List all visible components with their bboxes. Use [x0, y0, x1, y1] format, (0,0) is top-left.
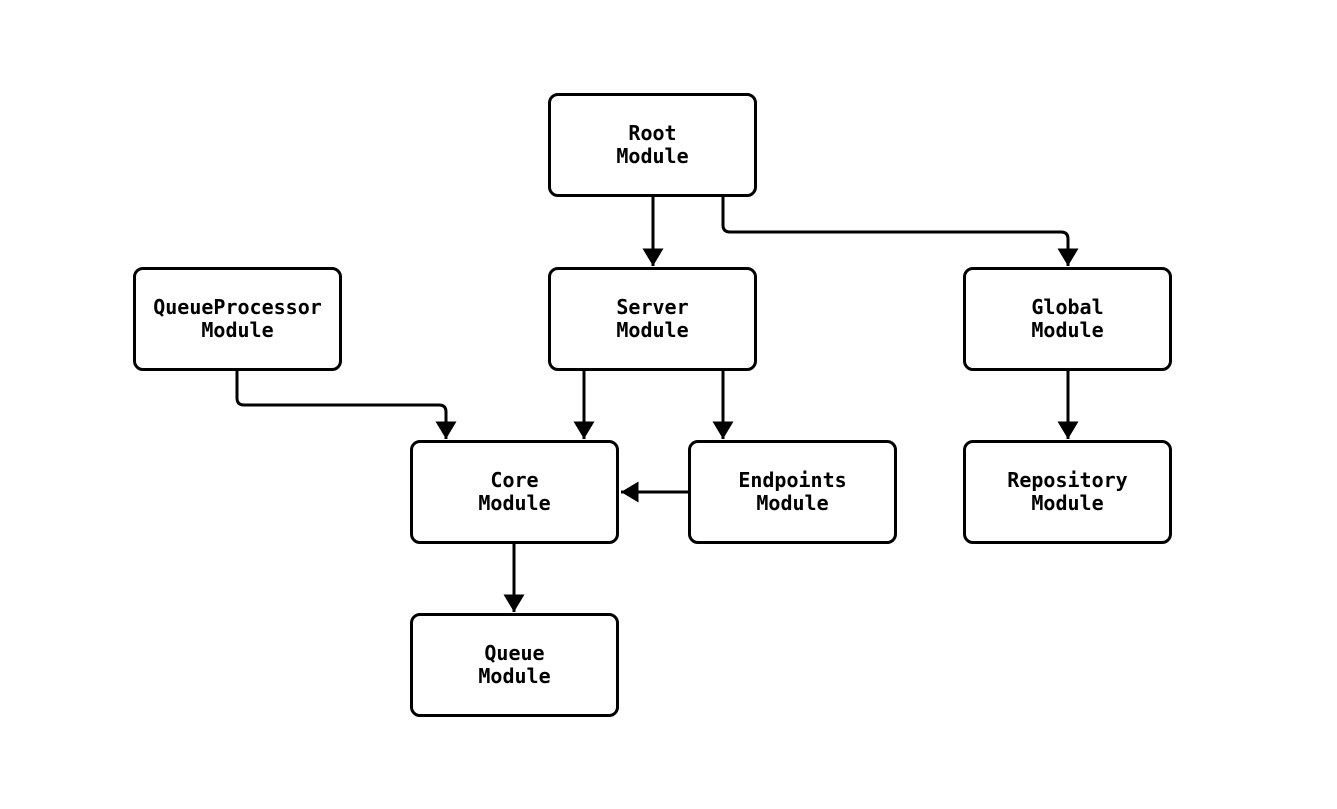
node-server-module: Server Module [548, 267, 757, 371]
node-core-module: Core Module [410, 440, 619, 544]
node-label-line2: Module [1031, 491, 1104, 515]
node-label-line2: Module [1031, 318, 1104, 342]
node-label-line1: Endpoints [738, 468, 847, 492]
node-label-line2: Module [478, 491, 551, 515]
node-label-line1: Repository [1007, 468, 1128, 492]
node-queue-module: Queue Module [410, 613, 619, 717]
node-label-line2: Module [616, 318, 689, 342]
node-label-line1: Root [628, 121, 677, 145]
node-label-line1: QueueProcessor [153, 295, 322, 319]
node-root-module: Root Module [548, 93, 757, 197]
node-repository-module: Repository Module [963, 440, 1172, 544]
node-label-line2: Module [756, 491, 829, 515]
node-queueprocessor-module: QueueProcessor Module [133, 267, 342, 371]
node-label-line1: Global [1031, 295, 1104, 319]
node-label-line2: Module [201, 318, 274, 342]
node-label-line2: Module [478, 664, 551, 688]
node-label-line2: Module [616, 144, 689, 168]
node-label-line1: Core [490, 468, 539, 492]
node-label-line1: Server [616, 295, 689, 319]
node-label-line1: Queue [484, 641, 545, 665]
node-global-module: Global Module [963, 267, 1172, 371]
node-endpoints-module: Endpoints Module [688, 440, 897, 544]
edge-root-to-global [721, 197, 1079, 266]
edge-queueprocessor-to-core [235, 371, 457, 439]
